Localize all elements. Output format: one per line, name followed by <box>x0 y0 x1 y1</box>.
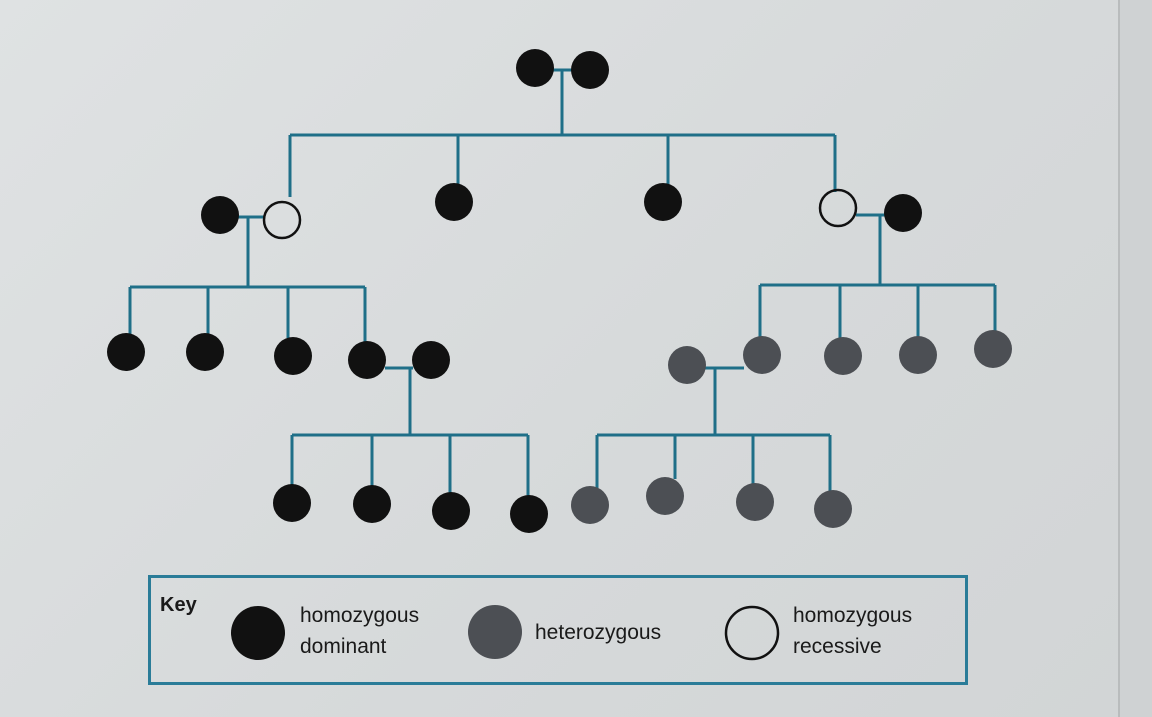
generation-3 <box>107 330 1012 384</box>
individual-homozygous-dominant <box>884 194 922 232</box>
generation-4 <box>273 477 852 533</box>
individual-heterozygous <box>571 486 609 524</box>
key-dominant-symbol <box>231 606 285 660</box>
individual-heterozygous <box>814 490 852 528</box>
individual-heterozygous <box>743 336 781 374</box>
key-label-recessive-1: homozygous <box>793 604 913 627</box>
individual-heterozygous <box>646 477 684 515</box>
individual-heterozygous <box>974 330 1012 368</box>
individual-heterozygous <box>668 346 706 384</box>
individual-homozygous-dominant <box>348 341 386 379</box>
key-heterozygous-symbol <box>468 605 522 659</box>
pedigree-lines <box>128 68 997 496</box>
key-label-dominant-2: dominant <box>300 635 387 658</box>
individual-homozygous-recessive <box>262 200 302 240</box>
individual-homozygous-dominant <box>644 183 682 221</box>
individual-homozygous-dominant <box>107 333 145 371</box>
individual-homozygous-dominant <box>510 495 548 533</box>
generation-1 <box>516 49 609 89</box>
key-box <box>148 575 968 685</box>
individual-homozygous-dominant <box>273 484 311 522</box>
key-symbols <box>231 605 780 661</box>
individual-homozygous-dominant <box>412 341 450 379</box>
key-label-dominant-1: homozygous <box>300 604 420 627</box>
key-label-recessive-2: recessive <box>793 635 882 658</box>
individual-homozygous-dominant <box>353 485 391 523</box>
individual-homozygous-dominant <box>274 337 312 375</box>
individual-homozygous-recessive <box>818 188 858 228</box>
individual-homozygous-dominant <box>186 333 224 371</box>
individual-homozygous-dominant <box>571 51 609 89</box>
individual-heterozygous <box>824 337 862 375</box>
page-edge <box>1118 0 1152 717</box>
generation-2 <box>201 183 922 240</box>
key-label-heterozygous: heterozygous <box>535 621 662 644</box>
individual-homozygous-dominant <box>201 196 239 234</box>
individual-homozygous-dominant <box>516 49 554 87</box>
individual-heterozygous <box>736 483 774 521</box>
individual-homozygous-dominant <box>435 183 473 221</box>
key-title: Key <box>160 594 197 616</box>
key-recessive-symbol <box>724 605 780 661</box>
individual-homozygous-dominant <box>432 492 470 530</box>
individual-heterozygous <box>899 336 937 374</box>
